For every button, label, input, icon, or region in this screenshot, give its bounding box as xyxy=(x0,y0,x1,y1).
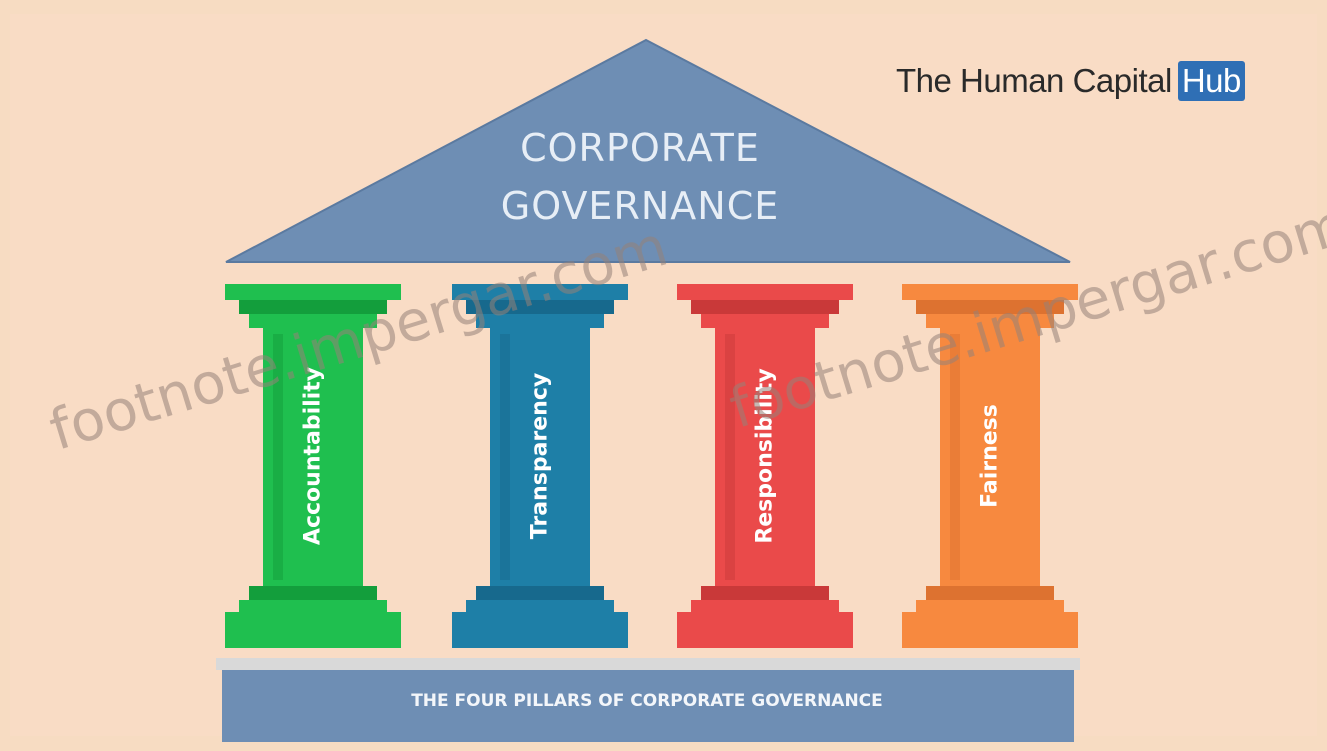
pillar-label-4: Fairness xyxy=(977,404,1003,508)
pillar-4-shade xyxy=(950,334,960,580)
roof-title-line2: GOVERNANCE xyxy=(500,184,780,228)
pillar-2-capital-neck xyxy=(476,314,604,328)
pillar-3-base-mid xyxy=(691,600,839,612)
logo-text: The Human Capital xyxy=(896,62,1172,99)
pillar-2-plinth xyxy=(452,612,628,648)
pillar-1-capital-top xyxy=(225,284,401,300)
pillar-2-shade xyxy=(500,334,510,580)
pillar-4-base-neck xyxy=(926,586,1054,600)
pillar-label-2: Transparency xyxy=(527,372,553,540)
pillar-4-capital-neck xyxy=(926,314,1054,328)
pillar-2-capital-top xyxy=(452,284,628,300)
pillar-3-shade xyxy=(725,334,735,580)
logo-highlight: Hub xyxy=(1177,61,1245,101)
pillar-3-plinth xyxy=(677,612,853,648)
pillar-1-plinth xyxy=(225,612,401,648)
pillar-3-base-neck xyxy=(701,586,829,600)
pillar-1-capital-mid xyxy=(239,300,387,314)
pillar-1-base-mid xyxy=(239,600,387,612)
roof-title-line1: CORPORATE xyxy=(520,126,760,170)
pillar-1-capital-neck xyxy=(249,314,377,328)
pillar-3-capital-top xyxy=(677,284,853,300)
pillar-4-base-mid xyxy=(916,600,1064,612)
pillar-2-base-neck xyxy=(476,586,604,600)
pillar-2-capital-mid xyxy=(466,300,614,314)
pillar-1-base-neck xyxy=(249,586,377,600)
pillar-2-base-mid xyxy=(466,600,614,612)
pillar-4-capital-mid xyxy=(916,300,1064,314)
pillar-4-plinth xyxy=(902,612,1078,648)
pillar-4-capital-top xyxy=(902,284,1078,300)
pillar-1-shade xyxy=(273,334,283,580)
base-slab xyxy=(222,668,1074,742)
base-top-ledge xyxy=(216,658,1080,670)
base-label: THE FOUR PILLARS OF CORPORATE GOVERNANCE xyxy=(411,691,883,711)
pillar-3-capital-mid xyxy=(691,300,839,314)
pillar-3-capital-neck xyxy=(701,314,829,328)
pillar-label-1: Accountability xyxy=(300,366,326,546)
roof-triangle xyxy=(225,38,1071,263)
brand-logo: The Human Capital Hub xyxy=(896,56,1245,106)
